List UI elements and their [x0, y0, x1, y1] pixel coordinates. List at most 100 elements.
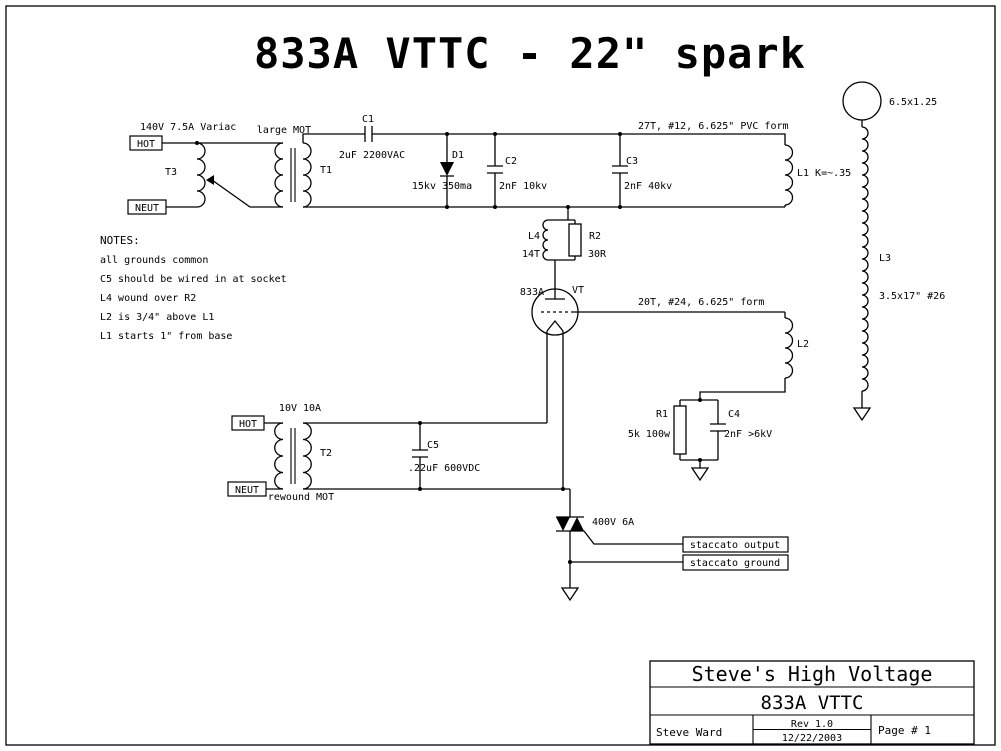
- revision-label: Rev 1.0: [791, 719, 833, 730]
- staccato-output-label: staccato output: [690, 540, 780, 551]
- filament-rails: [303, 422, 570, 490]
- c2-ref-label: C2: [505, 156, 517, 167]
- c2-value-label: 2nF 10kv: [499, 181, 547, 192]
- transformer-t2: 10V 10A HOT NEUT T2 rewound MOT C5 .22uF…: [227, 403, 570, 503]
- title-block-dividers: [650, 686, 974, 744]
- l1-form-label: 27T, #12, 6.625" PVC form: [638, 121, 789, 132]
- note-item: C5 should be wired in at socket: [100, 274, 287, 285]
- c3-value-label: 2nF 40kv: [624, 181, 672, 192]
- company-name: Steve's High Voltage: [692, 662, 933, 686]
- junction-dot: [618, 132, 622, 136]
- wiper-arrow-icon: [206, 175, 214, 185]
- c5-value-label: .22uF 600VDC: [408, 463, 480, 474]
- variac-wires: [162, 142, 283, 208]
- junction-dot: [445, 132, 449, 136]
- suppressor-wires: [548, 207, 576, 299]
- d1-ref-label: D1: [452, 150, 464, 161]
- r2-value-label: 30R: [588, 249, 607, 260]
- page-border: [5, 5, 996, 746]
- wiper-wire: [211, 179, 283, 208]
- r1-ref-label: R1: [656, 409, 668, 420]
- note-item: L4 wound over R2: [100, 293, 196, 304]
- r2-resistor: [568, 223, 582, 257]
- junction-dot: [618, 205, 622, 209]
- r1-resistor: [673, 405, 687, 455]
- r1-c4-wires: [679, 399, 726, 468]
- note-item: L2 is 3/4" above L1: [100, 312, 214, 323]
- t2-secondary-coil: [302, 422, 312, 490]
- toroid-value-label: 6.5x1.25: [889, 97, 937, 108]
- secondary-section: 6.5x1.25 L3 3.5x17" #26: [842, 81, 945, 422]
- notes-block: NOTES: all grounds common C5 should be w…: [100, 234, 287, 342]
- grid-circuit: 20T, #24, 6.625" form L2 R1 5k 100w C4 2…: [572, 297, 809, 482]
- junction-dot: [566, 205, 570, 209]
- t2-rating-label: 10V 10A: [279, 403, 321, 414]
- junction-dot: [445, 205, 449, 209]
- c1-value-label: 2uF 2200VAC: [339, 150, 405, 161]
- r2-ref-label: R2: [589, 231, 601, 242]
- t2-desc-label: rewound MOT: [268, 492, 334, 503]
- t1-core: [290, 148, 296, 202]
- tube-filament: [546, 319, 564, 332]
- d1-value-label: 15kv 350ma: [412, 181, 472, 192]
- c4-value-label: 2nF >6kV: [724, 429, 772, 440]
- junction-dot: [561, 487, 565, 491]
- l2-ref-label: L2: [797, 339, 809, 350]
- variac-t3-section: 140V 7.5A Variac HOT NEUT T3: [127, 122, 283, 215]
- staccato-ground-label: staccato ground: [690, 558, 780, 569]
- triac-wires: [556, 489, 584, 588]
- l1-value-label: L1 K=~.35: [797, 168, 851, 179]
- title-block-border: [649, 660, 975, 745]
- t2-primary-coil: [274, 422, 284, 490]
- c3-capacitor: [612, 134, 628, 207]
- r1-value-label: 5k 100w: [628, 429, 671, 440]
- gate-wire: [583, 530, 683, 545]
- junction-dot: [418, 487, 422, 491]
- suppressor-l4-r2: L4 14T R2 30R: [522, 205, 607, 299]
- date-label: 12/22/2003: [782, 733, 842, 744]
- staccato-section: 400V 6A staccato output staccato ground: [556, 489, 789, 602]
- triac-triangle-icon: [570, 517, 584, 531]
- l3-value-label: 3.5x17" #26: [879, 291, 945, 302]
- c4-ref-label: C4: [728, 409, 740, 420]
- c1-capacitor: [364, 126, 373, 142]
- filament-leads: [546, 331, 564, 489]
- staccato-output-flag: [682, 536, 789, 553]
- toroid-topload: [842, 81, 882, 121]
- hv-rail-section: C1 2uF 2200VAC D1 15kv 350ma C2 2nF 10kv…: [302, 114, 851, 209]
- junction-dot: [195, 141, 199, 145]
- notes-heading: NOTES:: [100, 234, 140, 247]
- note-item: all grounds common: [100, 255, 208, 266]
- l2-feedback-coil: [784, 317, 794, 379]
- schematic-title: 833A VTTC - 22" spark: [254, 29, 806, 78]
- junction-dot: [568, 560, 572, 564]
- t2-core: [290, 428, 296, 484]
- c1-ref-label: C1: [362, 114, 374, 125]
- ground-icon: [852, 407, 872, 422]
- grid-wires: [572, 311, 786, 400]
- c3-ref-label: C3: [626, 156, 638, 167]
- l3-secondary-coil: [861, 126, 869, 392]
- t2-ref-label: T2: [320, 448, 332, 459]
- l2-form-label: 20T, #24, 6.625" form: [638, 297, 764, 308]
- t1-primary-coil: [274, 142, 284, 208]
- junction-dot: [698, 398, 702, 402]
- t1-secondary-coil: [302, 142, 312, 208]
- junction-dot: [493, 205, 497, 209]
- ground-icon: [560, 587, 580, 602]
- neut1-label: NEUT: [135, 203, 159, 214]
- variac-rating-label: 140V 7.5A Variac: [140, 122, 236, 133]
- hot1-label: HOT: [137, 139, 155, 150]
- transformer-t1: large MOT T1: [257, 125, 332, 208]
- triac-triangle-icon: [556, 517, 570, 531]
- l4-value-label: 14T: [522, 249, 540, 260]
- d1-diode-icon: [440, 162, 454, 176]
- hv-rails: [302, 133, 786, 208]
- c2-capacitor: [487, 134, 503, 207]
- c5-capacitor: [412, 423, 428, 489]
- t1-ref-label: T1: [320, 165, 332, 176]
- t1-desc-label: large MOT: [257, 125, 311, 136]
- title-block: Steve's High Voltage 833A VTTC Steve War…: [649, 660, 975, 745]
